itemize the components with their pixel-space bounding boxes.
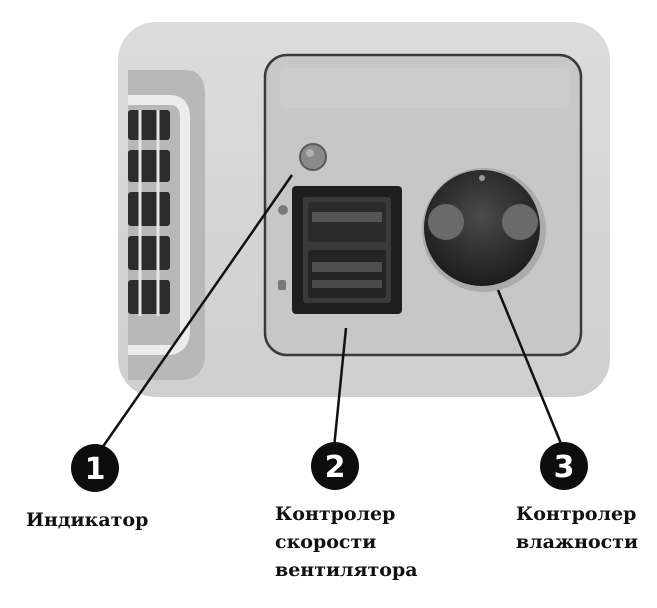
humidity-knob[interactable] xyxy=(422,168,546,292)
fan-speed-switch[interactable] xyxy=(292,186,402,314)
callout-number-2: 2 xyxy=(325,450,346,485)
panel-markings xyxy=(278,205,288,290)
callout-label-indicator: Индикатор xyxy=(26,506,148,534)
callout-badge-3: 3 xyxy=(540,442,588,490)
callout-label-humidity: Контролер влажности xyxy=(516,500,638,556)
callout-badge-1: 1 xyxy=(71,444,119,492)
leader-line-3 xyxy=(496,289,564,447)
callout-label-line: вентилятора xyxy=(275,559,418,581)
leader-line-1 xyxy=(93,174,294,459)
indicator-light xyxy=(299,143,327,171)
callout-label-line: скорости xyxy=(275,531,377,553)
callout-label-line: Индикатор xyxy=(26,509,149,531)
callout-label-line: Контролер xyxy=(516,503,637,525)
callout-label-fan-speed: Контролер скорости вентилятора xyxy=(275,500,418,584)
callout-label-line: Контролер xyxy=(275,503,396,525)
callout-number-1: 1 xyxy=(85,452,106,487)
leader-lines xyxy=(93,174,564,459)
callout-badge-2: 2 xyxy=(311,442,359,490)
callout-number-3: 3 xyxy=(554,450,575,485)
callout-label-line: влажности xyxy=(516,531,639,553)
vent-grille xyxy=(128,70,205,380)
leader-line-2 xyxy=(332,327,348,449)
